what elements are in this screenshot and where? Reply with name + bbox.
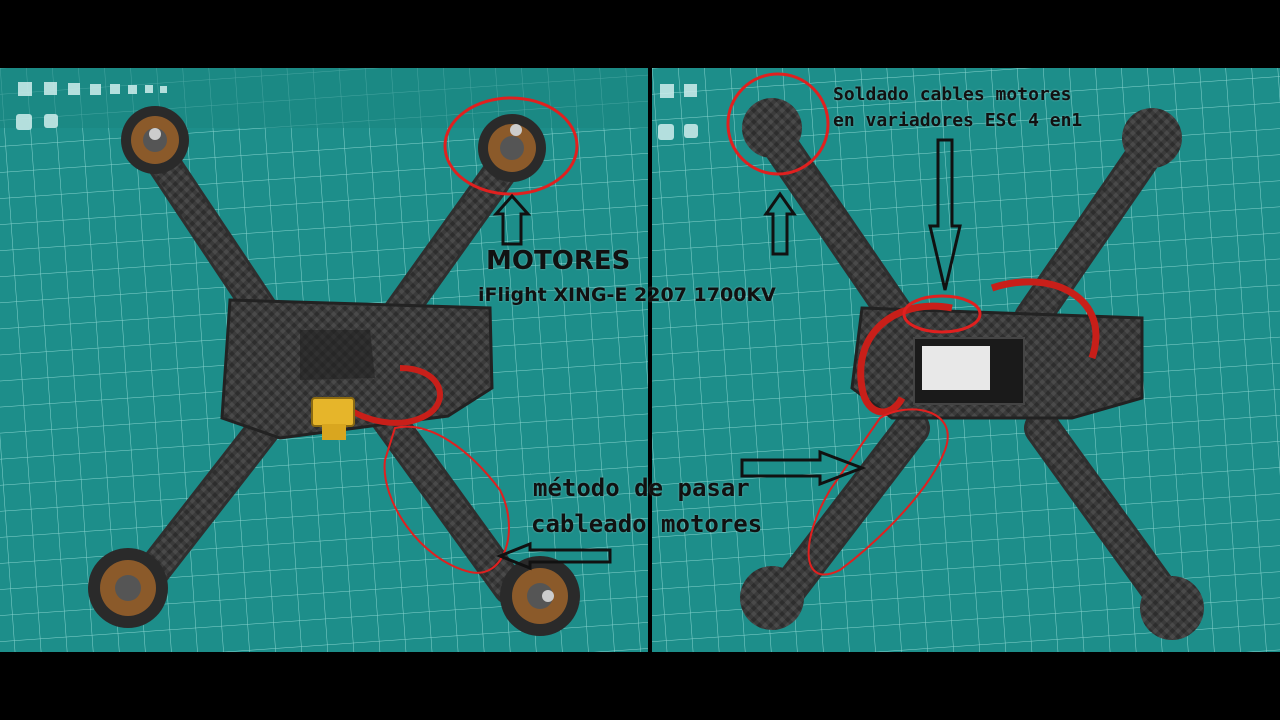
right-photo-drawing [652, 68, 1280, 652]
motor-top-left [121, 106, 189, 174]
left-photo-drawing [0, 68, 648, 652]
motor-top-right [478, 114, 546, 182]
motors-title: MOTORES [486, 246, 631, 276]
motor-bottom-left [88, 548, 168, 628]
wiring-method-line1: método de pasar [533, 474, 750, 502]
photo-left-frame-motors [0, 68, 648, 652]
solder-note-line2: en variadores ESC 4 en1 [833, 110, 1083, 131]
photo-right-frame-esc [652, 68, 1280, 652]
solder-note-line1: Soldado cables motores [833, 84, 1072, 105]
wiring-method-line2: cableado motores [531, 510, 763, 538]
motors-model-label: iFlight XING-E 2207 1700KV [478, 284, 776, 306]
motor-bottom-right [500, 556, 580, 636]
